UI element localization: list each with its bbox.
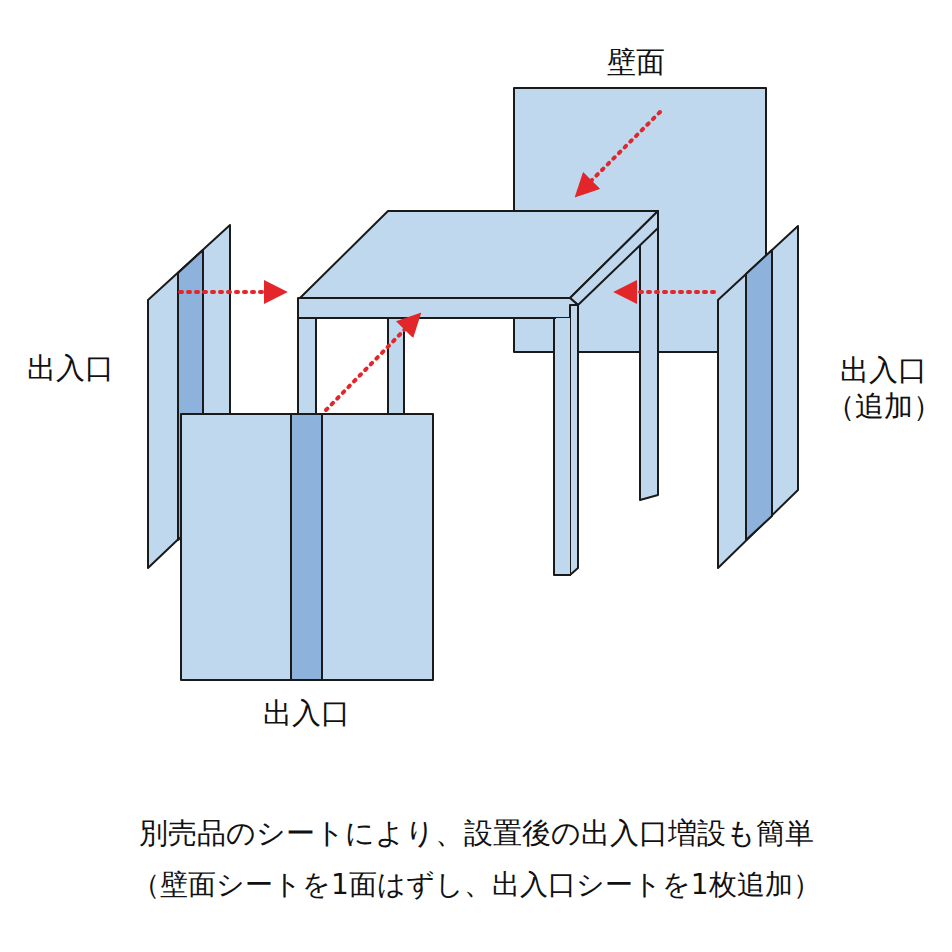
entrance-label: 出入口 [263, 695, 350, 731]
caption: 別売品のシートにより、設置後の出入口増設も簡単 [139, 815, 814, 851]
table-top [300, 211, 658, 298]
entrance-added-label: 出入口 （追加） [820, 352, 948, 425]
entrance-sheet-right [718, 226, 798, 568]
caption-note: （壁面シートを1面はずし、出入口シートを1枚追加） [132, 867, 821, 902]
entrance-sheet-front [181, 414, 433, 680]
entrance-label: 出入口 [27, 350, 114, 386]
wall-label: 壁面 [607, 44, 665, 80]
